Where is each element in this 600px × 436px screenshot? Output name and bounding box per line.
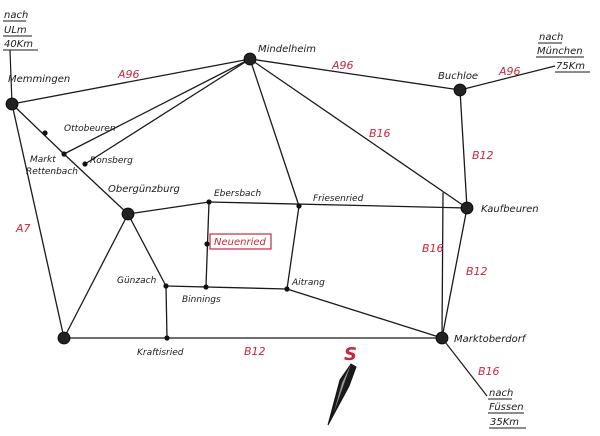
dest-munchen-line1: nach [539,32,563,43]
label-mindelheim: Mindelheim [258,44,316,55]
town-marker-memmingen [5,97,19,111]
label-memmingen: Memmingen [8,74,70,85]
label-rettenbach-line1: Markt [30,155,56,165]
road-obergunzburg-sw [63,213,129,339]
road-a96-mindelheim-buchloe [249,58,461,91]
town-marker-mindelheim [243,52,257,66]
road-to-ulm [9,49,13,105]
village-marker-rettenbach [61,151,67,157]
village-marker-gunzach [163,283,169,289]
towns [5,52,474,345]
village-marker-ottobeuren [42,130,48,136]
road-rettenbach-mindelheim [63,58,251,155]
town-marker-buchloe [453,83,467,97]
dest-munchen-line3: 75Km [556,61,585,72]
road-b12-kaufbeuren-marktoberdorf [441,207,468,339]
label-kraftisried: Kraftisried [137,348,184,358]
road-gunzach-kraftisried [165,285,168,339]
road-a7 [11,103,65,339]
label-binnings: Binnings [182,295,221,305]
destination-ulm: nach ULm 40Km [3,10,38,51]
dest-ulm-line3: 40Km [4,39,33,50]
dest-munchen-line2: München [537,46,583,57]
road-label-b16-south: B16 [478,365,500,378]
label-marktoberdorf: Marktoberdorf [454,334,527,345]
road-mindelheim-friesenried [249,58,300,207]
label-ebersbach: Ebersbach [214,189,262,199]
town-marker-kaufbeuren [460,201,474,215]
destination-munchen: nach München 75Km [536,32,590,73]
road-b12-buchloe-kaufbeuren [459,89,468,209]
village-marker-ronsberg [82,161,88,167]
road-label-b12-mid: B12 [466,265,488,278]
compass-arrow-highlight [334,364,351,412]
compass-label: S [344,344,357,365]
road-label-b12-south: B12 [244,345,266,358]
village-marker-aitrang [284,286,290,292]
label-aitrang: Aitrang [291,278,325,288]
road-b16-mindelheim-kaufbeuren [249,58,468,209]
label-kaufbeuren: Kaufbeuren [481,204,539,215]
dest-fussen-line2: Füssen [489,402,524,413]
label-obergunzburg: Obergünzburg [108,184,180,195]
road-to-munchen [459,65,556,91]
label-friesenried: Friesenried [313,194,364,204]
village-marker-neuenried [204,241,210,247]
highlight-box-neuenried [209,233,272,250]
compass-arrow-icon [327,363,357,426]
road-label-a96-mid: A96 [331,59,354,72]
village-marker-binnings [203,284,209,290]
dest-fussen-line1: nach [489,388,513,399]
dest-fussen-line3: 35Km [490,417,519,428]
road-ronsberg-mindelheim [84,58,251,165]
road-label-b16-north: B16 [369,127,391,140]
town-labels: Memmingen Mindelheim Buchloe Kaufbeuren … [8,44,539,358]
road-a96-memmingen-mindelheim [11,58,251,105]
town-marker-obergunzburg [121,207,135,221]
road-gunzach-aitrang [165,285,288,290]
dest-ulm-line2: ULm [4,25,27,36]
label-ronsberg: Ronsberg [90,156,133,166]
compass: S [327,344,357,426]
road-label-b12-north: B12 [472,149,494,162]
destination-fussen: nach Füssen 35Km [488,388,526,429]
dest-ulm-line1: nach [4,10,28,21]
road-rettenbach-obergunzburg [63,153,129,215]
road-friesenried-aitrang [286,205,300,290]
road-label-a96-east: A96 [498,65,521,78]
road-memmingen-rettenbach [11,103,65,155]
road-label-b16-mid: B16 [422,242,444,255]
road-obergunzburg-ebersbach [127,201,210,215]
road-label-a96-west: A96 [117,68,140,81]
village-marker-kraftisried [164,335,170,341]
label-neuenried: Neuenried [214,237,267,248]
road-labels: A96 A96 A96 A7 B16 B12 B16 B12 B12 B16 [15,59,521,378]
road-ebersbach-kaufbeuren [208,201,468,209]
road-network [9,49,556,397]
road-aitrang-marktoberdorf [286,288,443,339]
town-marker-marktoberdorf [435,331,449,345]
label-rettenbach-line2: Rettenbach [26,167,78,177]
road-b16-kaufbeuren-marktoberdorf [441,192,444,339]
road-to-fussen [441,337,488,397]
label-ottobeuren: Ottobeuren [64,124,116,134]
road-obergunzburg-gunzach [127,213,167,287]
label-gunzach: Günzach [117,276,157,286]
label-buchloe: Buchloe [438,71,478,82]
town-marker-southwest [57,331,71,345]
village-marker-ebersbach [206,199,212,205]
road-label-a7: A7 [15,222,31,235]
village-marker-friesenried [296,203,302,209]
